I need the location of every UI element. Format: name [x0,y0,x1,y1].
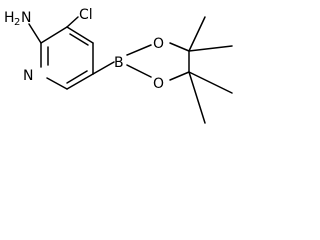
bond-c5-c6-inner [66,70,88,84]
bond-o-upper-c [169,42,190,52]
dioxaborolane-ring [126,42,190,81]
bond-b-o-upper [126,44,152,56]
molecule-structure: H 2 N Cl N B O O [4,7,233,124]
methyl-upper-b [188,45,233,52]
amine-nitrogen-label: N [21,10,31,26]
bond-c3-cl [66,16,79,28]
oxygen-lower-label: O [153,76,164,92]
pyridine-ring [40,26,94,90]
methyl-upper-a [188,16,206,52]
structure-canvas: H 2 N Cl N B O O [0,0,247,139]
bond-c2-c3 [40,26,68,44]
amine-hydrogen-label: H [4,10,15,26]
bond-b-o-lower [126,64,152,78]
bond-c2-nh2 [28,23,42,44]
amine-hydrogen-count: 2 [14,17,20,28]
bond-c5-c6 [66,73,94,90]
bond-c3-c4 [66,26,94,44]
boron-label: B [114,55,124,71]
ring-nitrogen-label: N [23,68,33,84]
bond-c6-n1 [46,77,68,90]
methyl-lower-a [188,71,233,94]
methyl-lower-b [188,71,206,124]
bond-c4-b [92,61,115,75]
chlorine-label: Cl [79,7,93,23]
oxygen-upper-label: O [153,36,164,52]
methyl-groups [188,16,233,124]
bond-c3-c4-inner [69,33,89,46]
bond-o-lower-c [169,71,190,81]
